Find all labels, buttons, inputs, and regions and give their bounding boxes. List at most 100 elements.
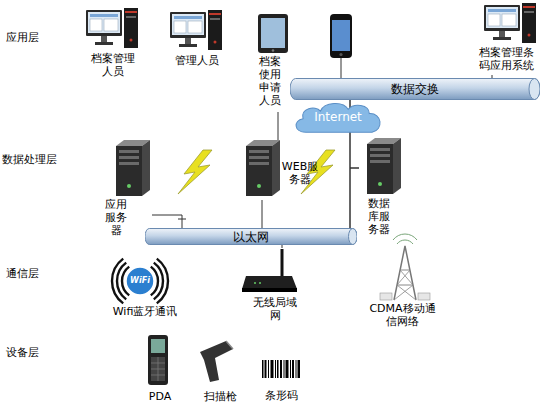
pipe-end [349,229,358,245]
system-computer: 档案管理条码应用系统 [470,3,545,75]
wireless-bolt [178,150,212,194]
server-tower [367,138,401,194]
pda-body [148,335,168,385]
signal-arc [154,263,163,300]
barcode-bar [277,360,279,378]
pipe-body [290,79,540,100]
tower-brace [397,270,410,285]
connector-line [278,112,279,140]
desktop-computer [484,3,536,43]
tower-node: CDMA移动通信网络 [355,236,450,328]
tower-brace [400,270,410,271]
barcode-bar [262,360,264,378]
user-computer: 管理人员 [168,10,226,70]
internet-cloud: Internet [292,100,384,134]
server-box: 数据库服务器 [359,136,404,238]
barcode-bar [268,360,269,378]
node-text: 应用服务器 [103,198,129,237]
signal-arc [157,259,168,304]
tablet-button [272,49,275,52]
node-text: 档案使用申请人员 [257,55,283,107]
phone-button [339,53,342,56]
scanner-gun [200,341,233,382]
node-text: 扫描枪 [195,390,245,403]
tower-brace [397,285,413,286]
pda-keys [158,357,159,381]
server-tower [116,140,150,196]
barcode-bar [265,360,267,378]
server-box: 应用服务器 [100,140,152,240]
layer-label: 应用层 [6,31,39,44]
pipe-body [145,229,357,245]
desktop-computer [170,10,222,50]
scanner-window [226,341,233,349]
node-text: CDMA移动通信网络 [368,302,437,328]
barcode-bar [271,360,274,378]
router-light [254,282,256,284]
barcode-bar [296,360,297,378]
pda-screen [151,339,165,353]
connector-line [262,200,263,228]
desktop-computer [86,8,138,48]
node-text: PDA [140,390,180,403]
node-text: 档案管理条码应用系统 [475,46,537,72]
connector-line [282,245,283,248]
node-text: WEB服务器 [281,160,319,186]
layer-label: 通信层 [6,267,39,280]
router-light [259,282,261,284]
router-body [242,276,297,289]
barcode-bar [298,360,301,378]
wifi-badge [126,267,154,295]
scanner-node: 扫描枪 [195,337,245,405]
node-text: 数据库服务器 [366,197,392,236]
node-text: 数据交换 [290,78,540,100]
tower-frame [394,246,416,300]
node-text: 以太网 [145,228,357,245]
router-node: 无线局域网 [238,248,312,316]
barcode-bar [284,360,285,378]
pda-node: PDA [140,332,180,406]
ethernet-band: 以太网 [145,228,357,245]
router-base [242,288,297,292]
tower-signal [393,234,417,240]
phone-wire [341,58,342,78]
layer-label: 设备层 [6,346,39,359]
tower-brace [400,270,413,285]
node-text: 管理人员 [170,54,224,67]
router-antenna [281,249,284,276]
pipe-end [529,79,540,100]
user-computer: 档案管理人员 [85,8,140,88]
connector-line [152,215,182,228]
layer-label: 数据处理层 [2,153,57,166]
barcode-bar [280,360,282,378]
tower-brace [394,285,413,300]
signal-arc [112,259,123,304]
node-text: 无线局域网 [252,296,298,322]
node-text: Wifi蓝牙通讯 [100,305,190,318]
barcode-bar [292,360,294,378]
tower-brace [397,285,416,300]
tablet-body [258,14,288,53]
barcode-node: 条形码 [256,355,306,405]
exchange-band: 数据交换 [290,78,540,100]
server-box: WEB服务器 [240,140,320,200]
phone-screen [332,20,350,51]
tablet-screen [261,18,285,48]
tower-signal [397,240,413,244]
barcode-bar [275,360,276,378]
barcode-bar [286,360,289,378]
server-tower [246,140,280,196]
tablet-device: 档案使用申请人员 [255,12,289,112]
barcode-bar [290,360,291,378]
phone-body [330,14,352,58]
wifi-node: Wifi蓝牙通讯 [100,256,190,320]
pda-keypad [151,357,165,381]
barcode-bars [262,360,300,378]
logo-text: WiFi [126,276,154,286]
signal-arc [117,263,126,300]
connector-line [350,168,359,228]
node-text: 条形码 [256,389,306,402]
node-text: Internet [292,100,384,134]
